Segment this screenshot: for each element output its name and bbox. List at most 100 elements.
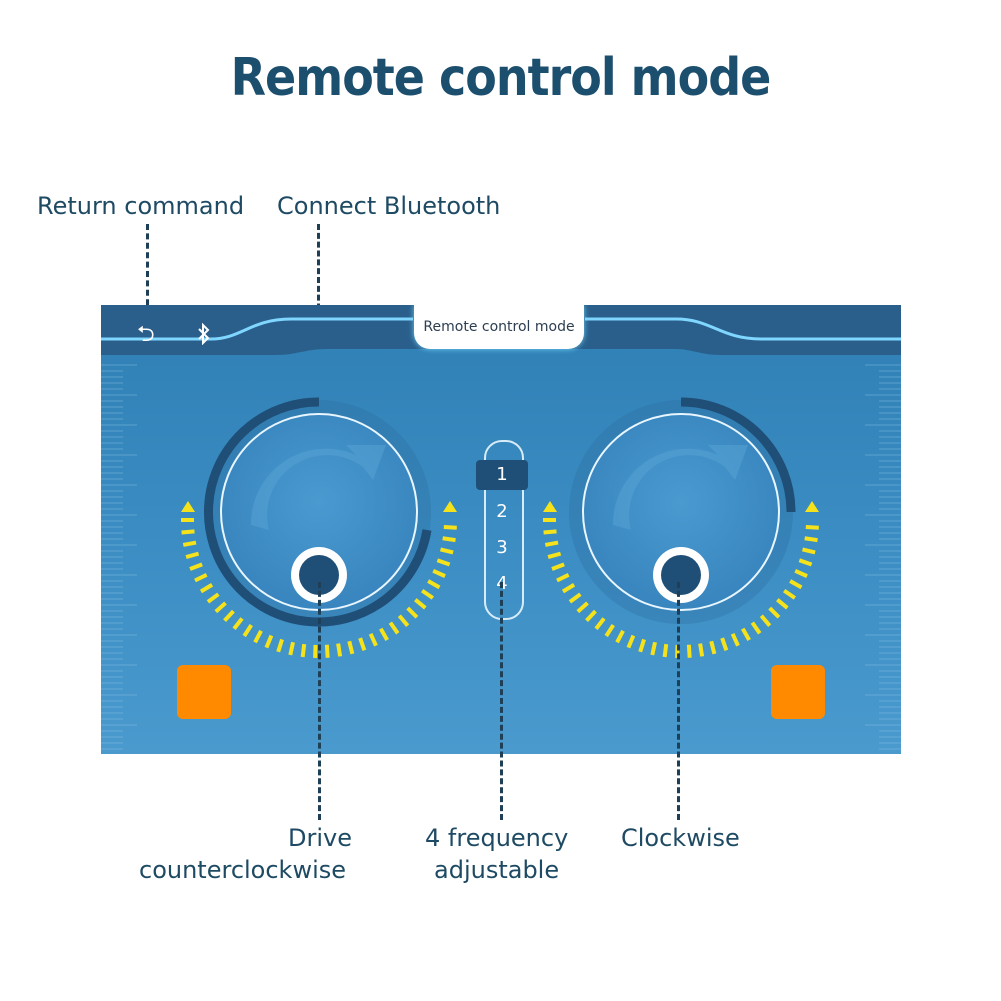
speed-tick <box>750 621 762 635</box>
speed-tick <box>547 551 562 560</box>
return-arrow-icon[interactable]: ⮌ <box>137 322 155 347</box>
frequency-selector <box>484 440 524 620</box>
speed-tick <box>650 641 657 656</box>
left-ruler <box>101 364 137 750</box>
speed-tick <box>324 644 330 658</box>
speed-tick <box>182 540 197 547</box>
speed-tick <box>432 569 446 578</box>
bluetooth-leader-line <box>317 224 320 336</box>
speed-tick <box>802 547 816 555</box>
speed-tick <box>626 634 636 649</box>
speed-tick <box>436 558 451 567</box>
frequency-option-1[interactable]: 1 <box>476 460 528 490</box>
speed-tick <box>336 643 343 657</box>
speed-tick <box>543 529 557 535</box>
speed-tick <box>783 588 796 600</box>
speed-tick <box>442 536 456 543</box>
speed-tick <box>223 609 235 622</box>
speed-tick <box>789 579 803 590</box>
drive-label-line2: counterclockwise <box>139 856 347 884</box>
speed-tick <box>181 529 195 535</box>
right-joystick-knob[interactable] <box>653 547 709 603</box>
speed-tick <box>804 536 818 543</box>
frequency-option-2[interactable]: 2 <box>496 501 508 522</box>
left-joystick-knob[interactable] <box>291 547 347 603</box>
speed-tick <box>615 629 625 644</box>
speed-tick <box>585 609 597 622</box>
speed-arrow-icon <box>181 501 195 512</box>
speed-tick <box>358 637 367 651</box>
speed-tick <box>741 627 751 641</box>
speed-tick <box>662 643 669 658</box>
speed-tick <box>730 633 740 647</box>
left-joystick-dial <box>203 397 432 627</box>
speed-tick <box>576 601 589 614</box>
mode-tab[interactable]: Remote control mode <box>414 305 584 349</box>
speed-tick <box>794 569 808 578</box>
speed-tick <box>242 623 253 638</box>
drive-leader-line <box>318 582 321 820</box>
frequency-label-line2: adjustable <box>434 856 560 884</box>
right-joystick-dial <box>569 397 796 624</box>
speed-tick <box>568 592 582 604</box>
speed-tick <box>414 598 427 610</box>
speed-tick <box>594 617 606 630</box>
header-glow-right <box>585 317 901 341</box>
speed-tick <box>379 627 389 641</box>
speed-tick <box>347 640 355 655</box>
speed-tick <box>199 583 214 594</box>
speed-tick <box>232 617 244 630</box>
speed-tick <box>300 643 307 658</box>
speed-tick <box>556 572 570 583</box>
speed-tick <box>709 640 717 655</box>
left-stop-button[interactable] <box>177 665 231 719</box>
clockwise-label: Clockwise <box>621 824 740 852</box>
speed-tick <box>206 592 220 604</box>
return-command-label: Return command <box>37 192 245 220</box>
speed-tick <box>759 614 772 627</box>
speed-tick <box>443 524 457 530</box>
return-leader-line <box>146 224 149 324</box>
speed-tick <box>604 623 615 638</box>
connect-bluetooth-label: Connect Bluetooth <box>277 192 501 220</box>
speed-tick <box>185 551 200 560</box>
speed-tick <box>276 638 284 653</box>
right-stop-button[interactable] <box>771 665 825 719</box>
speed-tick <box>189 562 203 571</box>
right-speed-indicator <box>543 501 819 659</box>
speed-tick <box>288 641 295 656</box>
frequency-leader-line <box>500 582 503 820</box>
speed-tick <box>686 644 692 658</box>
speed-tick <box>720 637 729 651</box>
speed-tick <box>776 598 789 610</box>
speed-tick <box>253 629 263 644</box>
left-speed-indicator <box>181 501 457 659</box>
speed-arrow-icon <box>443 501 457 512</box>
speed-tick <box>397 614 410 627</box>
speed-arrow-icon <box>805 501 819 512</box>
speed-tick <box>544 540 559 547</box>
speed-tick <box>368 633 378 647</box>
speed-tick <box>440 547 454 555</box>
speed-arrow-icon <box>543 501 557 512</box>
speed-tick <box>406 606 419 619</box>
page-title: Remote control mode <box>230 46 772 108</box>
speed-tick <box>768 606 781 619</box>
screen-background-art <box>101 305 901 750</box>
clockwise-leader-line <box>677 582 680 820</box>
speed-tick <box>427 579 441 590</box>
drive-label-line1: Drive <box>288 824 352 852</box>
speed-tick <box>194 572 208 583</box>
speed-tick <box>638 638 646 653</box>
right-ruler <box>865 364 901 750</box>
frequency-option-3[interactable]: 3 <box>496 537 508 558</box>
speed-tick <box>551 562 565 571</box>
speed-tick <box>264 634 274 649</box>
speed-tick <box>561 583 576 594</box>
speed-tick <box>388 621 400 635</box>
speed-tick <box>805 524 819 530</box>
speed-tick <box>798 558 813 567</box>
speed-tick <box>214 601 227 614</box>
speed-tick <box>421 588 434 600</box>
speed-tick <box>698 643 705 657</box>
